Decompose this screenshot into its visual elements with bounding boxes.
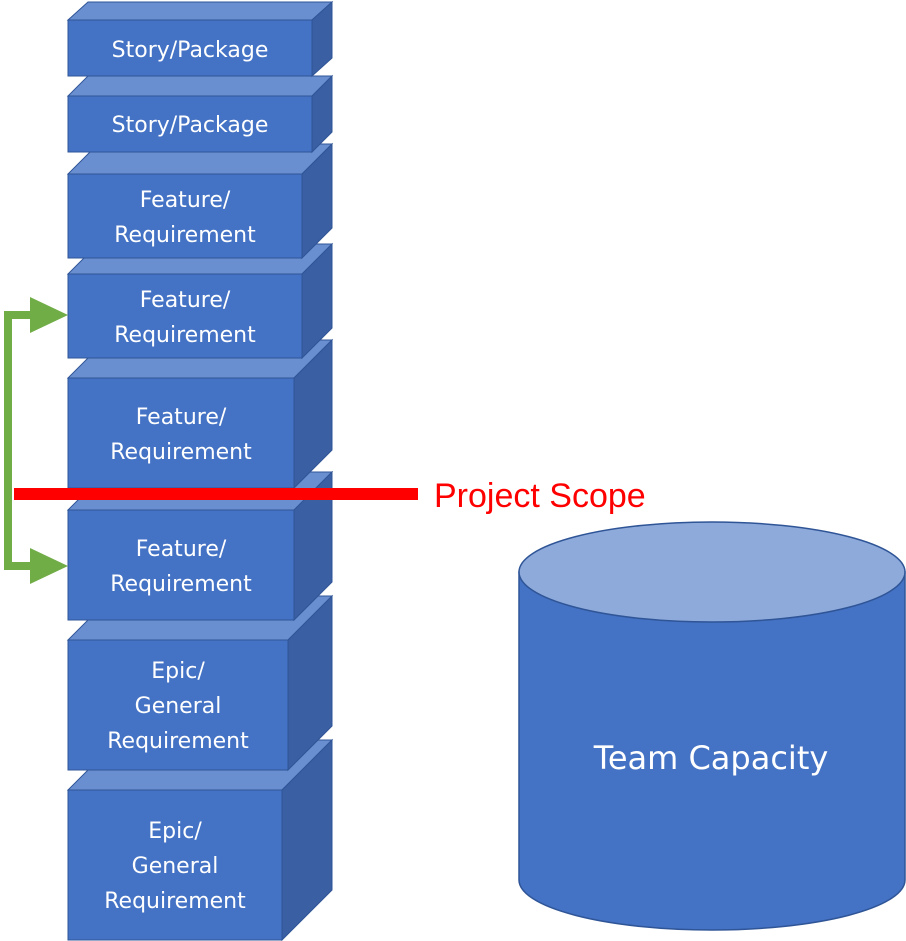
stack-block-feature-2: Feature/ Requirement [66, 242, 334, 360]
block-label-line: Requirement [110, 440, 252, 465]
team-capacity-label: Team Capacity [593, 739, 829, 777]
block-label-line: Requirement [114, 223, 256, 248]
block-label-line: General [135, 694, 222, 719]
block-label-line: Story/Package [112, 38, 269, 63]
stack-block-epic-upper: Epic/ General Requirement [66, 594, 334, 772]
team-capacity-cylinder: Team Capacity [518, 521, 906, 931]
block-label-line: Epic/ [148, 819, 202, 844]
block-label-line: Requirement [104, 889, 246, 914]
arrow-head-top [30, 297, 68, 333]
scope-bracket-arrows [4, 297, 68, 584]
block-label-line: Feature/ [136, 537, 227, 562]
block-label-line: Feature/ [140, 288, 231, 313]
block-label-line: Story/Package [112, 113, 269, 138]
stack-block-story-2: Story/Package [66, 74, 334, 154]
stack-block-feature-1: Feature/ Requirement [66, 142, 334, 260]
stack-block-feature-3: Feature/ Requirement [66, 338, 334, 490]
stack-block-epic-bottom: Epic/ General Requirement [66, 738, 334, 941]
stack-block-story-1: Story/Package [66, 0, 334, 78]
block-label-line: Requirement [110, 572, 252, 597]
block-label-line: Requirement [107, 729, 249, 754]
arrow-head-bottom [30, 548, 68, 584]
block-label-line: Requirement [114, 323, 256, 348]
block-label-line: Feature/ [136, 405, 227, 430]
project-scope-label: Project Scope [434, 477, 646, 515]
block-label-line: Epic/ [151, 659, 205, 684]
block-label-line: Feature/ [140, 188, 231, 213]
block-label-line: General [132, 854, 219, 879]
